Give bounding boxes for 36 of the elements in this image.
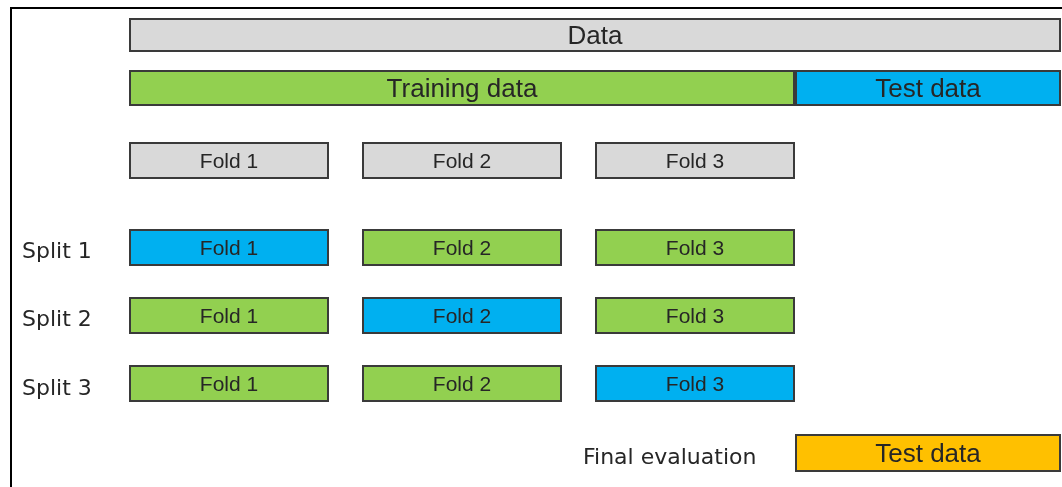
- bar-label: Fold 3: [665, 237, 725, 258]
- bar-label: Fold 1: [199, 150, 259, 171]
- row-label: Split 2: [22, 305, 92, 331]
- data-bar: [129, 142, 329, 179]
- bar-label: Fold 2: [432, 150, 492, 171]
- data-bar: [129, 297, 329, 334]
- data-bar: [362, 229, 562, 266]
- data-bar: [129, 70, 795, 106]
- data-bar: [362, 297, 562, 334]
- bar-label: Fold 3: [665, 150, 725, 171]
- data-bar: [129, 229, 329, 266]
- bar-label: Fold 2: [432, 237, 492, 258]
- data-bar: [595, 297, 795, 334]
- bar-label: Training data: [386, 75, 538, 101]
- bar-label: Data: [567, 22, 623, 48]
- data-bar: [362, 142, 562, 179]
- row-label: Split 3: [22, 374, 92, 400]
- row-label: Final evaluation: [583, 443, 757, 469]
- data-bar: [795, 70, 1061, 106]
- data-bar: [795, 434, 1061, 472]
- bar-label: Fold 3: [665, 373, 725, 394]
- bar-label: Fold 2: [432, 373, 492, 394]
- bar-label: Fold 1: [199, 305, 259, 326]
- bar-label: Fold 2: [432, 305, 492, 326]
- bar-label: Test data: [875, 440, 981, 466]
- data-bar: [129, 365, 329, 402]
- bar-label: Fold 1: [199, 373, 259, 394]
- bar-label: Test data: [875, 75, 981, 101]
- data-bar: [595, 365, 795, 402]
- row-label: Split 1: [22, 237, 92, 263]
- data-bar: [595, 142, 795, 179]
- data-bar: [129, 18, 1061, 52]
- data-bar: [362, 365, 562, 402]
- bar-label: Fold 1: [199, 237, 259, 258]
- data-bar: [595, 229, 795, 266]
- bar-label: Fold 3: [665, 305, 725, 326]
